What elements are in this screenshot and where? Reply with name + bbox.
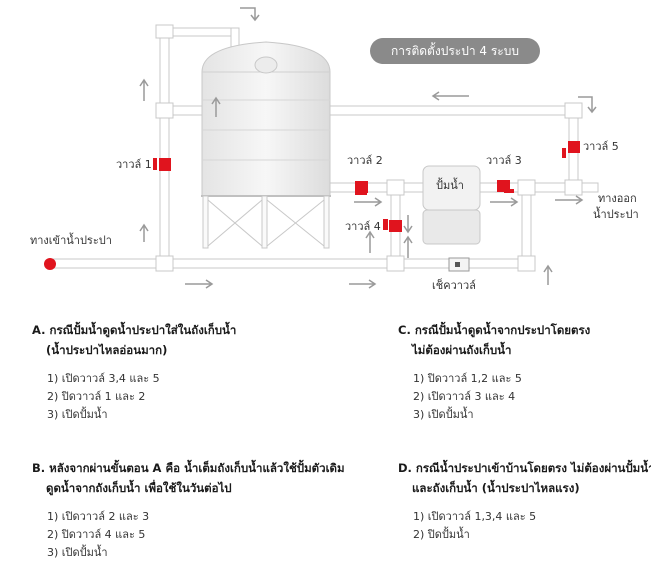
- section-c-mark: C.: [398, 323, 411, 337]
- step: 1) เปิดวาวล์ 1,3,4 และ 5: [413, 510, 537, 523]
- valve-2-icon: [355, 181, 368, 195]
- tank-stand: [202, 195, 330, 249]
- valve-2-label: วาวล์ 2: [347, 154, 383, 167]
- joint: [564, 102, 583, 119]
- step: 1) ปิดวาวล์ 1,2 และ 5: [413, 372, 522, 385]
- arrow-right-icon: [185, 279, 214, 289]
- arrow-up-icon: [403, 235, 413, 258]
- outlet-label-line2: น้ำประปา: [593, 208, 639, 221]
- pump-label: ปั้มน้ำ: [436, 179, 464, 192]
- joint: [564, 179, 583, 196]
- valve-1-label: วาวล์ 1: [116, 158, 152, 171]
- step: 2) ปิดวาวล์ 1 และ 2: [47, 390, 146, 403]
- section-d: D.กรณีน้ำประปาเข้าบ้านโดยตรง ไม่ต้องผ่าน…: [398, 458, 651, 544]
- arrow-right-icon: [354, 197, 383, 207]
- section-c-title-line2: ไม่ต้องผ่านถังเก็บน้ำ: [412, 343, 512, 357]
- pipe-joints: [155, 24, 583, 272]
- step: 1) เปิดวาวล์ 3,4 และ 5: [47, 372, 160, 385]
- check-valve: [448, 257, 470, 272]
- joint: [386, 255, 405, 272]
- joint: [155, 24, 174, 39]
- section-a: A.กรณีปั้มน้ำดูดน้ำประปาใส่ในถังเก็บน้ำ …: [32, 320, 236, 424]
- flow-arrows: [139, 7, 597, 289]
- step: 3) เปิดปั้มน้ำ: [413, 408, 474, 421]
- valve-1-icon: [153, 158, 171, 171]
- valve-5-icon: [562, 141, 580, 158]
- section-b: B.หลังจากผ่านขั้นตอน A คือ น้ำเต็มถังเก็…: [32, 458, 345, 562]
- arrow-bend-icon: [240, 7, 260, 22]
- section-b-steps: 1) เปิดวาวล์ 2 และ 3 2) ปิดวาวล์ 4 และ 5…: [32, 508, 345, 562]
- check-valve-label: เช็ควาวล์: [432, 279, 476, 292]
- arrow-right-icon: [490, 197, 519, 207]
- section-d-steps: 1) เปิดวาวล์ 1,3,4 และ 5 2) ปิดปั้มน้ำ: [398, 508, 651, 544]
- section-a-title-line2: (น้ำประปาไหลอ่อนมาก): [46, 343, 168, 357]
- section-c-steps: 1) ปิดวาวล์ 1,2 และ 5 2) เปิดวาวล์ 3 และ…: [398, 370, 590, 424]
- pipe-left-riser: [159, 27, 170, 265]
- arrow-up-icon: [365, 230, 375, 253]
- inlet-dot-icon: [44, 258, 56, 270]
- section-d-title-line2: และถังเก็บน้ำ (น้ำประปาไหลแรง): [412, 481, 580, 495]
- step: 1) เปิดวาวล์ 2 และ 3: [47, 510, 150, 523]
- joint: [155, 102, 174, 119]
- step: 3) เปิดปั้มน้ำ: [47, 546, 108, 559]
- water-tank: [201, 41, 331, 249]
- arrow-up-icon: [139, 78, 149, 101]
- step: 2) เปิดวาวล์ 3 และ 4: [413, 390, 516, 403]
- joint: [517, 179, 536, 196]
- section-a-title-line1: A.กรณีปั้มน้ำดูดน้ำประปาใส่ในถังเก็บน้ำ: [32, 323, 237, 337]
- arrow-right-icon: [555, 195, 584, 205]
- pump: [422, 165, 481, 245]
- joint: [155, 255, 174, 272]
- section-b-title-line2: ดูดน้ำจากถังเก็บน้ำ เพื่อใช้ในวันต่อไป: [46, 481, 232, 495]
- arrow-bend-icon: [578, 96, 597, 114]
- section-b-mark: B.: [32, 461, 46, 475]
- valve-3-icon: [497, 180, 514, 193]
- plumbing-diagram: [44, 7, 599, 289]
- valve-4-label: วาวล์ 4: [345, 220, 381, 233]
- valve-4-icon: [383, 219, 402, 232]
- inlet-label: ทางเข้าน้ำประปา: [30, 234, 112, 247]
- outlet-label-line1: ทางออก: [598, 192, 637, 205]
- valve-5-label: วาวล์ 5: [583, 140, 619, 153]
- valves: [44, 141, 580, 270]
- system-count-badge: การติดตั้งประปา 4 ระบบ: [370, 38, 540, 64]
- step: 3) เปิดปั้มน้ำ: [47, 408, 108, 421]
- section-d-title-line1: D.กรณีน้ำประปาเข้าบ้านโดยตรง ไม่ต้องผ่าน…: [398, 461, 651, 475]
- section-a-steps: 1) เปิดวาวล์ 3,4 และ 5 2) ปิดวาวล์ 1 และ…: [32, 370, 236, 424]
- joint: [386, 179, 405, 196]
- step: 2) ปิดปั้มน้ำ: [413, 528, 470, 541]
- step: 2) ปิดวาวล์ 4 และ 5: [47, 528, 146, 541]
- arrow-down-icon: [403, 215, 413, 234]
- section-d-mark: D.: [398, 461, 412, 475]
- arrow-up-icon: [139, 223, 149, 242]
- arrow-right-icon: [349, 279, 377, 289]
- valve-3-label: วาวล์ 3: [486, 154, 522, 167]
- arrow-left-icon: [431, 91, 469, 101]
- arrow-up-icon: [543, 264, 553, 285]
- section-a-mark: A.: [32, 323, 46, 337]
- section-c: C.กรณีปั้มน้ำดูดน้ำจากประปาโดยตรง ไม่ต้อ…: [398, 320, 590, 424]
- section-b-title-line1: B.หลังจากผ่านขั้นตอน A คือ น้ำเต็มถังเก็…: [32, 461, 345, 475]
- arrow-up-icon: [211, 96, 221, 117]
- section-c-title-line1: C.กรณีปั้มน้ำดูดน้ำจากประปาโดยตรง: [398, 323, 591, 337]
- joint: [517, 255, 536, 272]
- pipe-right-bottom-riser: [521, 186, 532, 265]
